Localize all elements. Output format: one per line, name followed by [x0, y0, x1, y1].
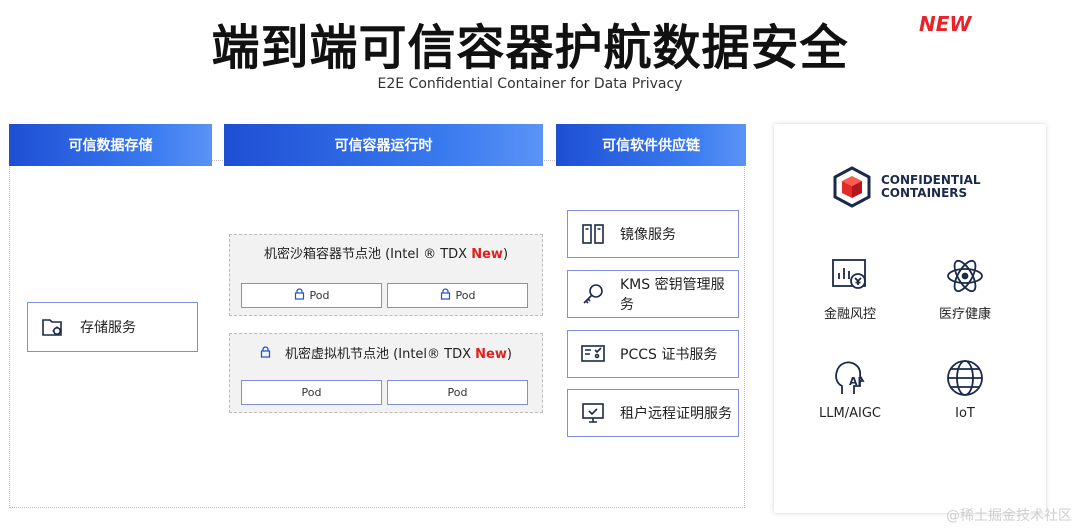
pod-label: Pod	[309, 289, 330, 302]
logo-line-1: CONFIDENTIAL	[881, 173, 981, 187]
image-service-card[interactable]: 镜像服务	[567, 210, 739, 258]
pool-title-sandbox: 机密沙箱容器节点池 (Intel ® TDX New)	[263, 247, 509, 262]
page-title: 端到端可信容器护航数据安全	[211, 20, 849, 76]
pod-label: Pod	[455, 289, 476, 302]
pod-card[interactable]: Pod	[387, 380, 528, 405]
confidential-containers-panel: CONFIDENTIAL CONTAINERS 金融风控 医疗健康 AI LLM…	[774, 124, 1046, 513]
lock-icon	[294, 288, 305, 303]
storage-service-card[interactable]: 存储服务	[27, 302, 198, 352]
atom-icon	[947, 259, 983, 293]
node-pool-vm: 机密虚拟机节点池 (Intel® TDX New) Pod Pod	[229, 333, 543, 413]
service-label: 镜像服务	[620, 227, 676, 243]
pod-card[interactable]: Pod	[241, 380, 382, 405]
svg-text:AI: AI	[849, 375, 862, 388]
node-pool-sandbox: 机密沙箱容器节点池 (Intel ® TDX New) Pod Pod	[229, 234, 543, 316]
service-label: 租户远程证明服务	[620, 406, 732, 422]
new-badge: NEW	[919, 12, 972, 36]
use-case-llm-aigc: AI LLM/AIGC	[795, 358, 905, 421]
pod-card[interactable]: Pod	[387, 283, 528, 308]
watermark: @稀土掘金技术社区	[946, 508, 1072, 524]
use-case-healthcare: 医疗健康	[910, 257, 1020, 322]
header-trusted-runtime: 可信容器运行时	[224, 124, 543, 166]
use-case-label: 金融风控	[823, 307, 876, 322]
monitor-check-icon	[580, 400, 606, 426]
key-icon	[580, 281, 606, 307]
pool-title-vm: 机密虚拟机节点池 (Intel® TDX New)	[230, 343, 542, 362]
cube-logo-icon	[833, 166, 871, 208]
lock-icon	[260, 346, 271, 362]
use-case-iot: IoT	[910, 358, 1020, 421]
service-label: PCCS 证书服务	[620, 347, 718, 363]
certificate-icon	[580, 341, 606, 367]
confidential-containers-logo: CONFIDENTIAL CONTAINERS	[831, 166, 981, 208]
attestation-service-card[interactable]: 租户远程证明服务	[567, 389, 739, 437]
use-case-label: IoT	[955, 406, 975, 421]
globe-icon	[947, 360, 983, 396]
header-trusted-storage: 可信数据存储	[9, 124, 212, 166]
pccs-service-card[interactable]: PCCS 证书服务	[567, 330, 739, 378]
ai-head-icon: AI	[835, 361, 865, 394]
pod-label: Pod	[301, 386, 322, 399]
kms-service-card[interactable]: KMS 密钥管理服务	[567, 270, 739, 318]
service-label: KMS 密钥管理服务	[620, 277, 725, 313]
server-icon	[580, 221, 606, 247]
logo-line-2: CONTAINERS	[881, 186, 968, 200]
page-subtitle: E2E Confidential Container for Data Priv…	[377, 76, 683, 92]
finance-chart-icon	[832, 259, 866, 289]
use-case-label: LLM/AIGC	[819, 406, 881, 421]
folder-gear-icon	[40, 314, 66, 340]
lock-icon	[440, 288, 451, 303]
pod-card[interactable]: Pod	[241, 283, 382, 308]
pod-label: Pod	[447, 386, 468, 399]
use-case-label: 医疗健康	[938, 307, 991, 322]
storage-service-label: 存储服务	[80, 320, 136, 336]
use-case-finance: 金融风控	[795, 257, 905, 322]
header-trusted-supply-chain: 可信软件供应链	[556, 124, 746, 166]
